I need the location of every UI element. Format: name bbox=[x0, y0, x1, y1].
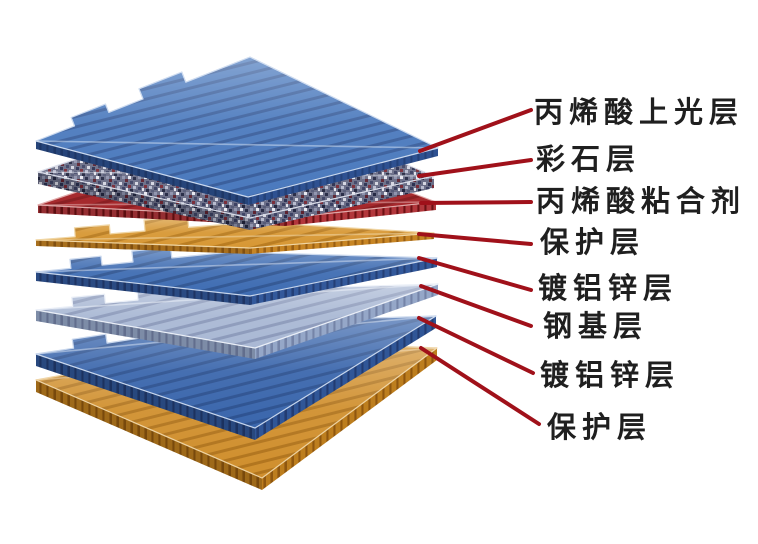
layer-label-protective-top: 保护层 bbox=[540, 227, 646, 259]
leader-line-3 bbox=[419, 200, 533, 205]
layer-label-steel-base: 钢基层 bbox=[543, 311, 649, 343]
layer-label-aluzinc-upper: 镀铝锌层 bbox=[538, 273, 679, 305]
leader-line-2 bbox=[417, 158, 533, 178]
leader-line-4 bbox=[417, 232, 533, 246]
leader-line-7 bbox=[417, 316, 535, 375]
layer-label-stone-chip: 彩石层 bbox=[536, 144, 642, 176]
layer-label-acrylic-gloss: 丙烯酸上光层 bbox=[534, 97, 745, 129]
leader-line-5 bbox=[417, 256, 533, 292]
layer-protective-layer-top bbox=[35, 215, 435, 254]
layer-steel-base-layer bbox=[35, 283, 439, 359]
layer-label-protective-bottom: 保护层 bbox=[547, 412, 653, 444]
leader-lines bbox=[417, 108, 541, 426]
layer-label-aluzinc-lower: 镀铝锌层 bbox=[540, 360, 681, 392]
leader-line-1 bbox=[418, 108, 533, 153]
leader-line-6 bbox=[419, 284, 533, 328]
layer-acrylic-gloss-coat bbox=[35, 56, 439, 205]
layer-label-acrylic-adhesive: 丙烯酸粘合剂 bbox=[536, 186, 747, 218]
leader-line-8 bbox=[419, 346, 541, 426]
